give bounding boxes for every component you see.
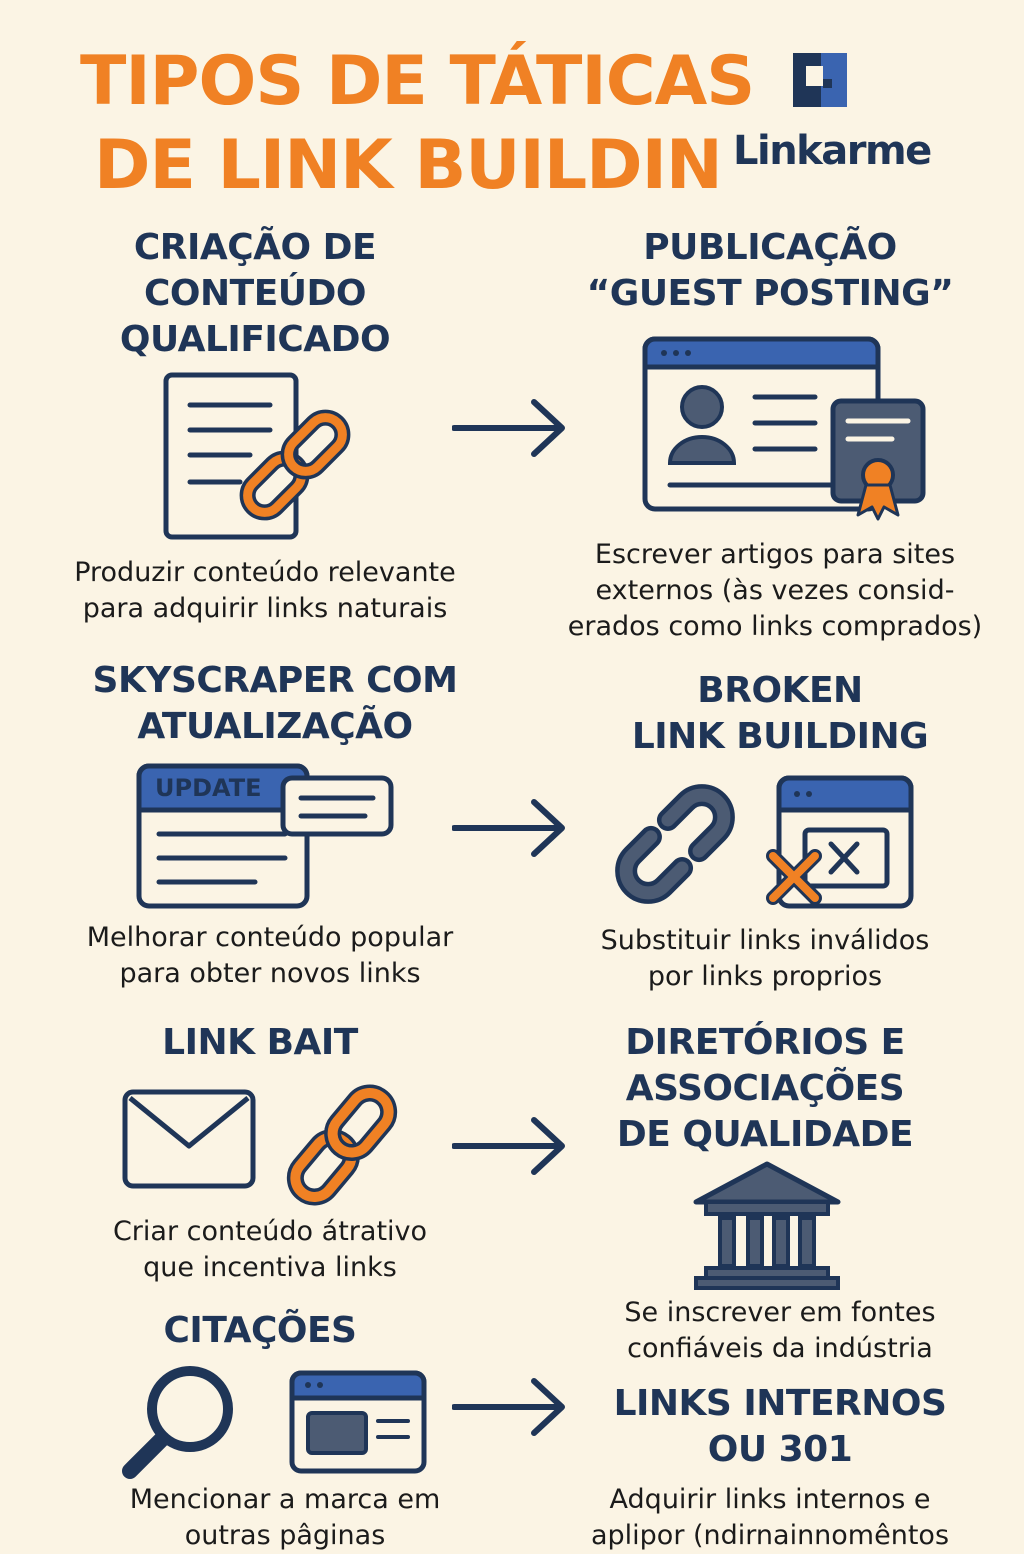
tactic-title-line: OU 301 [707,1429,853,1470]
tactic-title-line: “GUEST POSTING” [586,273,954,314]
tactic-desc-line: Melhorar conteúdo popular [86,922,454,953]
tactic-title-line: DIRETÓRIOS E [625,1022,905,1063]
tactic-desc-line: para adquirir links naturais [82,593,448,624]
tactic-desc-line: Produzir conteúdo relevante [74,557,456,588]
tactic-title-line: PUBLICAÇÃO [643,227,897,268]
arrow-right-icon [452,399,565,457]
tactic-desc-line: Se inscrever em fontes [624,1297,936,1328]
tactic-desc-line: Substituir links inválidos [600,925,930,956]
tactic-title-line: ATUALIZAÇÃO [137,706,413,747]
arrow-right-icon [452,799,565,857]
tactic-title-directories: DIRETÓRIOS E ASSOCIAÇÕES DE QUALIDADE [575,1020,955,1158]
tactic-desc-line: por links proprios [647,961,883,992]
brand-logo-icon [793,53,847,107]
arrow-right-icon [452,1117,565,1175]
update-window-icon: UPDATE [135,762,397,912]
tactic-desc-line: Adquirir links internos e [609,1484,931,1515]
page-title: TIPOS DE TÁTICAS DE LINK BUILDIN [80,40,755,208]
tactic-title-line: CONTEÚDO [143,273,367,314]
document-chain-icon [163,372,351,540]
tactic-title-broken-link: BROKEN LINK BUILDING [580,668,980,760]
tactic-desc-line: Criar conteúdo átrativo [112,1216,428,1247]
tactic-title-line: LINKS INTERNOS [613,1383,947,1424]
tactic-title-content-creation: CRIAÇÃO DE CONTEÚDO QUALIFICADO [70,225,440,363]
title-line-2: DE LINK BUILDIN [94,126,723,205]
tactic-title-citations: CITAÇÕES [110,1308,410,1354]
tactic-title-line: DE QUALIDADE [616,1114,914,1155]
tactic-title-line: CRIAÇÃO DE [133,227,377,268]
tactic-title-line: LINK BAIT [162,1022,358,1063]
tactic-desc-broken-link: Substituir links inválidos por links pro… [560,923,970,995]
tactic-desc-line: para obter novos links [119,958,421,989]
tactic-title-line: LINK BUILDING [631,716,929,757]
tactic-desc-directories: Se inscrever em fontes confiáveis da ind… [575,1295,985,1367]
browser-profile-certificate-icon [642,336,926,521]
title-line-1: TIPOS DE TÁTICAS [80,42,755,121]
tactic-desc-line: externos (às vezes consid- [595,575,955,606]
tactic-title-internal-links: LINKS INTERNOS OU 301 [580,1381,980,1473]
tactic-title-line: QUALIFICADO [119,319,391,360]
tactic-desc-guest-posting: Escrever artigos para sites externos (às… [565,537,985,645]
tactic-desc-line: confiáveis da indústria [627,1333,933,1364]
institution-icon [693,1161,841,1290]
tactic-desc-line: que incentiva links [143,1252,397,1283]
tactic-desc-content-creation: Produzir conteúdo relevante para adquiri… [40,555,490,627]
tactic-desc-line: erados como links comprados) [567,611,983,642]
tactic-desc-link-bait: Criar conteúdo átrativo que incentiva li… [70,1214,470,1286]
arrow-right-icon [452,1378,565,1436]
tactic-title-line: SKYSCRAPER COM [92,660,458,701]
magnifier-window-icon [122,1366,427,1479]
tactic-desc-skyscraper: Melhorar conteúdo popular para obter nov… [60,920,480,992]
tactic-title-guest-posting: PUBLICAÇÃO “GUEST POSTING” [570,225,970,317]
tactic-title-skyscraper: SKYSCRAPER COM ATUALIZAÇÃO [60,658,490,750]
tactic-desc-citations: Mencionar a marca em outras pâginas [80,1482,490,1554]
tactic-title-line: CITAÇÕES [163,1310,357,1351]
broken-link-icon [615,775,914,909]
tactic-desc-line: aplipor (ndirnainnomêntos [590,1520,950,1551]
tactic-title-line: BROKEN [697,670,863,711]
tactic-desc-line: Escrever artigos para sites [594,539,956,570]
tactic-desc-internal-links: Adquirir links internos e aplipor (ndirn… [560,1482,980,1554]
update-badge: UPDATE [155,774,262,802]
tactic-title-link-bait: LINK BAIT [110,1020,410,1066]
envelope-chain-icon [122,1084,398,1206]
tactic-desc-line: Mencionar a marca em [129,1484,441,1515]
tactic-desc-line: outras pâginas [184,1520,386,1551]
tactic-title-line: ASSOCIAÇÕES [625,1068,905,1109]
brand-name: Linkarme [733,128,932,174]
